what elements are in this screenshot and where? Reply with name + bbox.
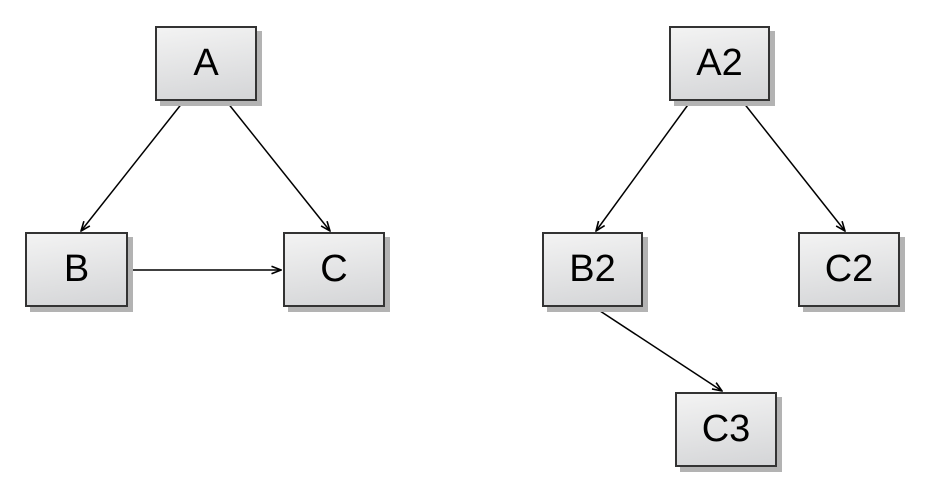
node-label: C2 bbox=[824, 248, 874, 290]
node-A[interactable]: A bbox=[155, 26, 257, 101]
node-label: B2 bbox=[569, 248, 616, 290]
node-label: C3 bbox=[701, 408, 751, 450]
node-C[interactable]: C bbox=[283, 232, 385, 307]
node-label: A bbox=[193, 42, 219, 84]
node-label: A2 bbox=[696, 42, 743, 84]
node-B[interactable]: B bbox=[25, 232, 128, 307]
edge-A2-to-C2[interactable] bbox=[742, 101, 845, 231]
node-C2[interactable]: C2 bbox=[798, 232, 900, 307]
node-C3[interactable]: C3 bbox=[675, 392, 777, 467]
node-B2[interactable]: B2 bbox=[542, 232, 643, 307]
edge-A-to-B[interactable] bbox=[81, 101, 184, 231]
edge-B2-to-C3[interactable] bbox=[593, 306, 722, 391]
edge-A2-to-B2[interactable] bbox=[596, 101, 691, 231]
edge-A-to-C[interactable] bbox=[226, 101, 330, 231]
node-label: B bbox=[63, 248, 90, 290]
node-label: C bbox=[320, 248, 348, 290]
node-A2[interactable]: A2 bbox=[669, 26, 770, 101]
